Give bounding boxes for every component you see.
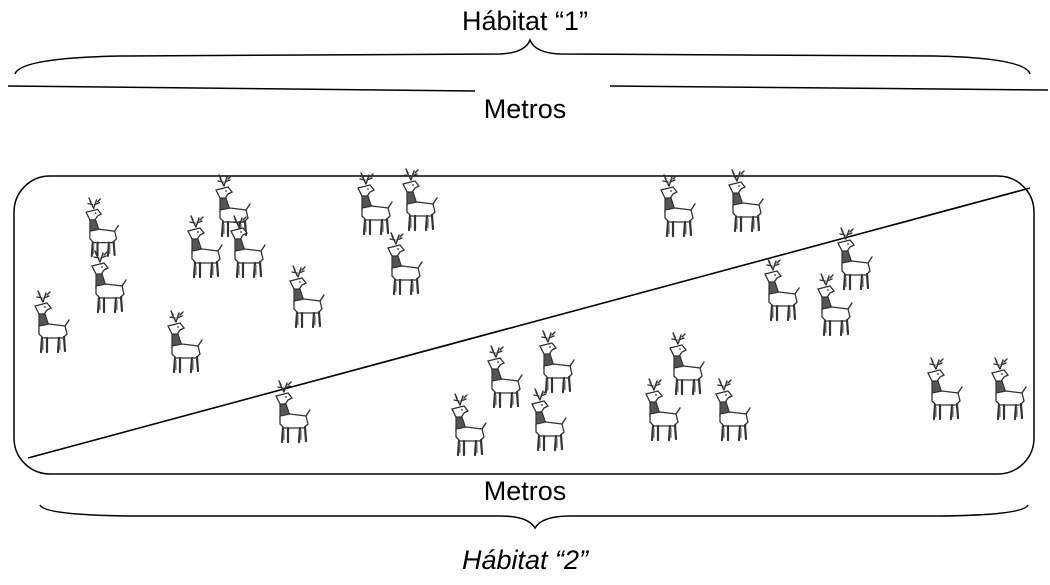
metros-top-line-left [7, 85, 476, 92]
deer-icon [33, 289, 71, 354]
deer-icon [386, 231, 424, 296]
deer-icon [288, 264, 326, 329]
habitat-2-label: Hábitat “2” [461, 545, 589, 575]
metros-top-line-right [609, 85, 1049, 91]
deer-icon [659, 173, 697, 238]
deer-icon [714, 377, 752, 442]
deer-icon [926, 356, 964, 421]
metros-bottom-label: Metros [483, 476, 567, 506]
deer-icon [538, 329, 576, 394]
deer-icon [486, 344, 524, 409]
habitat-1-brace [14, 37, 1031, 75]
deer-icon [668, 331, 706, 396]
deer-icon [166, 309, 204, 374]
deer-icon [990, 356, 1028, 421]
habitat-1-label: Hábitat “1” [461, 6, 589, 36]
deer-icon [186, 214, 224, 279]
habitat-boundary-line [27, 187, 1031, 459]
deer-icon [644, 377, 682, 442]
deer-icon [356, 171, 394, 236]
deer-icon [727, 168, 765, 233]
metros-top-label: Metros [483, 94, 567, 124]
habitat-1-deer-group [33, 167, 874, 374]
deer-icon [530, 387, 568, 452]
deer-icon [229, 214, 267, 279]
habitat-area [13, 175, 1035, 475]
habitat-2-brace [39, 504, 1029, 530]
deer-icon [214, 173, 252, 238]
deer-icon [816, 272, 854, 337]
deer-icon [836, 226, 874, 291]
deer-icon [450, 392, 488, 457]
deer-icon [401, 167, 439, 232]
deer-icon [763, 257, 801, 322]
deer-icon [90, 249, 128, 314]
deer-icon [85, 196, 120, 257]
habitat-2-deer-group [274, 329, 1028, 457]
